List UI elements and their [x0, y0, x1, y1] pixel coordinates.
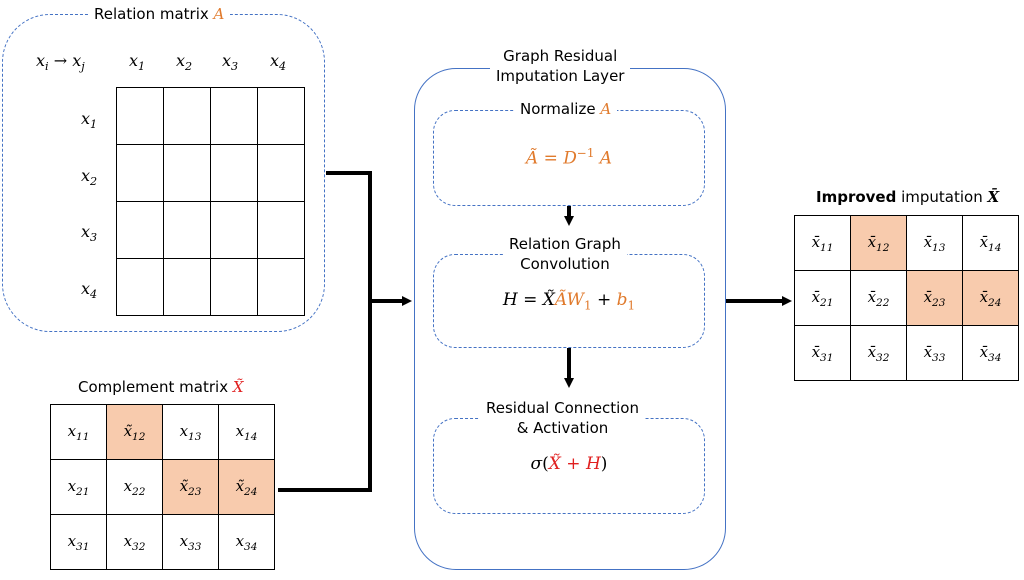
relation-col-label-3: x3	[222, 51, 239, 74]
matrix-cell: x21	[50, 459, 107, 515]
residual-title: Residual Connection & Activation	[480, 398, 645, 438]
relation-matrix-title: Relation matrix A	[88, 4, 231, 24]
matrix-cell: x34	[218, 514, 275, 570]
convolution-formula: H = X̃ÃW1 + b1	[502, 290, 636, 313]
relation-col-label-2: x2	[176, 51, 193, 74]
residual-formula: σ(X̃ + H)	[530, 454, 608, 474]
matrix-cell: x33	[162, 514, 219, 570]
complement-to-layer-connector	[278, 301, 372, 492]
matrix-cell: x31	[50, 514, 107, 570]
relation-col-label-4: x4	[270, 51, 287, 74]
matrix-cell: x̄24	[962, 270, 1019, 326]
imputation-layer-title: Graph Residual Imputation Layer	[490, 46, 631, 86]
matrix-cell: x̄13	[906, 215, 963, 271]
relation-row-label-3: x3	[81, 222, 98, 245]
matrix-cell: x̄22	[850, 270, 907, 326]
matrix-cell: x̄34	[962, 325, 1019, 381]
relation-row-label-1: x1	[81, 109, 98, 132]
matrix-cell: x̃24	[218, 459, 275, 515]
convolution-title: Relation Graph Convolution	[503, 234, 627, 274]
relation-row-label-4: x4	[81, 279, 98, 302]
relation-row-label-2: x2	[81, 166, 98, 189]
matrix-cell: x̃23	[162, 459, 219, 515]
matrix-cell: x11	[50, 404, 107, 460]
relation-to-layer-connector	[326, 171, 372, 301]
relation-matrix-corner-label: xi → xj	[36, 51, 85, 74]
improved-title: Improved imputation X̄	[810, 187, 1006, 207]
matrix-cell: x22	[106, 459, 163, 515]
normalize-title: Normalize A	[514, 99, 618, 119]
matrix-cell: x̄12	[850, 215, 907, 271]
matrix-cell: x14	[218, 404, 275, 460]
relation-matrix-grid	[116, 87, 305, 316]
matrix-cell: x̄11	[794, 215, 851, 271]
relation-col-label-1: x1	[129, 51, 146, 74]
matrix-cell: x̄21	[794, 270, 851, 326]
matrix-cell: x̄32	[850, 325, 907, 381]
complement-matrix-title: Complement matrix X̃	[72, 377, 250, 397]
matrix-cell: x̃12	[106, 404, 163, 460]
matrix-cell: x̄33	[906, 325, 963, 381]
matrix-cell: x̄14	[962, 215, 1019, 271]
matrix-cell: x32	[106, 514, 163, 570]
normalize-formula: Ã = D−1 A	[525, 146, 613, 169]
